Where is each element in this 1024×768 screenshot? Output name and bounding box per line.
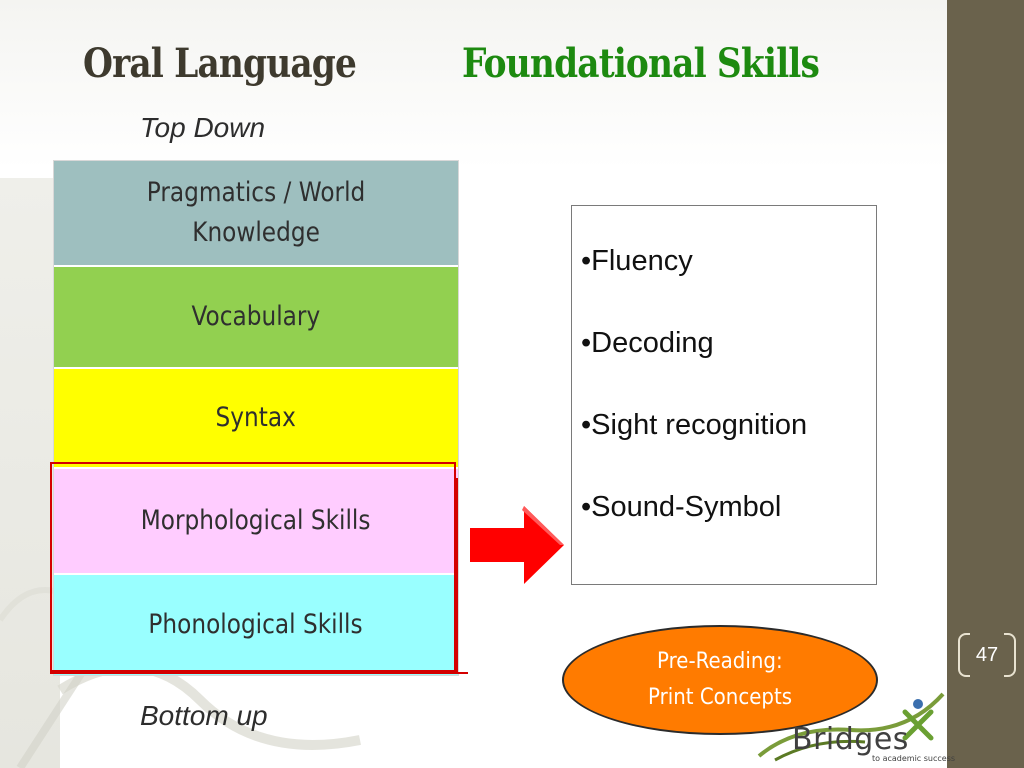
page-number-bracket-left [958,633,970,677]
layer-label: Vocabulary [191,300,321,332]
logo-tagline: to academic success [872,754,956,763]
right-arrow-icon [470,506,564,584]
layer-label: Morphological Skills [141,504,371,536]
layer-pragmatics: Pragmatics / World Knowledge [54,161,458,265]
bottom-up-caption: Bottom up [140,700,268,731]
top-down-caption: Top Down [140,112,266,143]
layer-phonological-skills: Phonological Skills [54,573,458,675]
pre-reading-bubble: Pre-Reading: Print Concepts [562,625,878,735]
page-number-bracket-right [1004,633,1016,677]
pre-reading-line1: Pre-Reading: [657,649,783,674]
pre-reading-line2: Print Concepts [647,685,793,710]
layer-syntax: Syntax [54,367,458,467]
red-highlight-underline [50,672,468,674]
layer-label: Syntax [215,401,297,433]
layer-morphological-skills: Morphological Skills [54,467,458,573]
title-oral-language: Oral Language [83,40,357,87]
title-foundational-skills: Foundational Skills [462,40,820,87]
list-item: •Decoding [581,327,714,359]
list-item: •Fluency [581,245,693,277]
oral-language-stack: Pragmatics / World Knowledge Vocabulary … [53,160,459,676]
logo-name: Bridges [792,722,909,757]
list-item: •Sound-Symbol [581,491,782,523]
foundational-skills-box: •Fluency •Decoding •Sight recognition •S… [571,205,877,585]
layer-vocabulary: Vocabulary [54,265,458,367]
layer-label: Pragmatics / World Knowledge [146,176,366,249]
bridges-logo-icon [757,692,945,762]
list-item: •Sight recognition [581,409,808,441]
red-highlight-edge [456,478,458,672]
page-number: 47 [975,643,999,666]
layer-label: Phonological Skills [148,608,364,640]
foundational-skills-list: •Fluency •Decoding •Sight recognition •S… [572,206,876,570]
